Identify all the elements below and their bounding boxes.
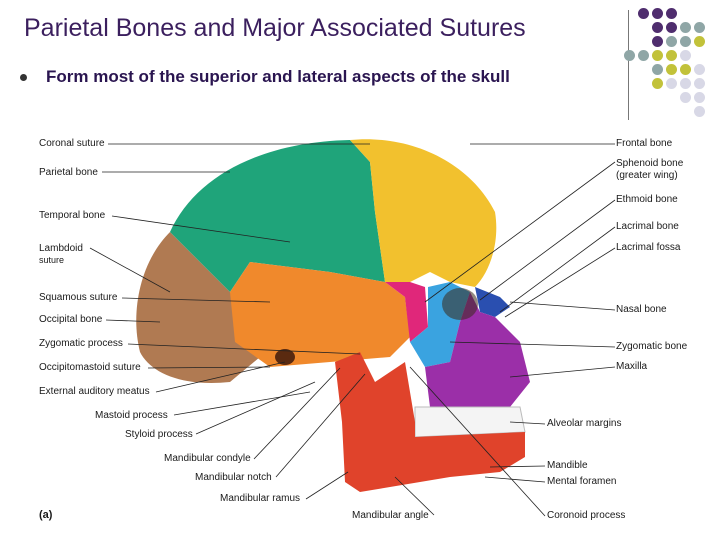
label-lacrimal-fossa: Lacrimal fossa <box>616 242 681 253</box>
decor-dot <box>652 64 663 75</box>
label-squamous-suture: Squamous suture <box>39 292 118 303</box>
slide-title: Parietal Bones and Major Associated Sutu… <box>24 14 526 42</box>
label-occipitomastoid-suture: Occipitomastoid suture <box>39 362 141 373</box>
label-external-auditory-meatus: External auditory meatus <box>39 386 150 397</box>
label-zygomatic-bone: Zygomatic bone <box>616 341 688 352</box>
label-lacrimal-bone: Lacrimal bone <box>616 221 679 232</box>
label-sphenoid-bone: Sphenoid bone <box>616 158 684 169</box>
label-nasal-bone: Nasal bone <box>616 304 667 315</box>
label-mandibular-condyle: Mandibular condyle <box>164 453 251 464</box>
decor-dot <box>666 8 677 19</box>
temporal-bone-shape <box>230 262 410 367</box>
figure-tag: (a) <box>39 509 53 521</box>
skull-illustration <box>136 139 530 492</box>
label-sphenoid-greater-wing: (greater wing) <box>616 170 678 181</box>
decor-dot <box>652 78 663 89</box>
label-coronoid-process: Coronoid process <box>547 510 626 521</box>
decor-dot <box>652 36 663 47</box>
decor-dot <box>694 22 705 33</box>
decor-dot <box>666 22 677 33</box>
decor-dot <box>694 106 705 117</box>
decor-dot <box>638 8 649 19</box>
decor-dot <box>666 36 677 47</box>
decor-dot <box>694 78 705 89</box>
label-mental-foramen: Mental foramen <box>547 476 617 487</box>
decor-dot <box>638 50 649 61</box>
label-ethmoid-bone: Ethmoid bone <box>616 194 678 205</box>
label-lambdoid: Lambdoid <box>39 243 83 254</box>
decor-dot <box>680 92 691 103</box>
label-mastoid-process: Mastoid process <box>95 410 168 421</box>
label-temporal-bone: Temporal bone <box>39 210 106 221</box>
label-mandible: Mandible <box>547 460 588 471</box>
label-zygomatic-process: Zygomatic process <box>39 338 123 349</box>
decor-dot <box>680 64 691 75</box>
decor-dot <box>694 36 705 47</box>
decor-dot <box>666 50 677 61</box>
decor-dot <box>624 50 635 61</box>
label-parietal-bone: Parietal bone <box>39 167 98 178</box>
label-mandibular-ramus: Mandibular ramus <box>220 493 301 504</box>
label-mandibular-notch: Mandibular notch <box>195 472 272 483</box>
label-lambdoid-suture: suture <box>39 255 65 265</box>
label-coronal-suture: Coronal suture <box>39 138 105 149</box>
label-maxilla: Maxilla <box>616 361 648 372</box>
bullet-text: Form most of the superior and lateral as… <box>46 67 510 86</box>
label-mandibular-angle: Mandibular angle <box>352 510 429 521</box>
label-occipital-bone: Occipital bone <box>39 314 103 325</box>
label-styloid-process: Styloid process <box>125 429 193 440</box>
label-frontal-bone: Frontal bone <box>616 138 673 149</box>
teeth-shape <box>414 406 526 438</box>
decor-dot <box>694 92 705 103</box>
bullet-icon <box>20 73 27 81</box>
decor-dot <box>666 78 677 89</box>
divider-line <box>628 10 629 120</box>
decor-dot <box>680 22 691 33</box>
bullet-item: Form most of the superior and lateral as… <box>20 67 510 87</box>
decorative-dot-grid <box>624 8 720 120</box>
decor-dot <box>680 50 691 61</box>
orbit-shape <box>442 288 478 320</box>
sphenoid-bone-shape <box>385 282 428 342</box>
auditory-meatus-shape <box>275 349 295 365</box>
decor-dot <box>680 78 691 89</box>
decor-dot <box>666 64 677 75</box>
decor-dot <box>652 8 663 19</box>
decor-dot <box>652 22 663 33</box>
decor-dot <box>652 50 663 61</box>
skull-figure: Coronal suture Parietal bone Temporal bo… <box>30 122 702 528</box>
label-alveolar-margins: Alveolar margins <box>547 418 622 429</box>
decor-dot <box>694 64 705 75</box>
decor-dot <box>680 36 691 47</box>
